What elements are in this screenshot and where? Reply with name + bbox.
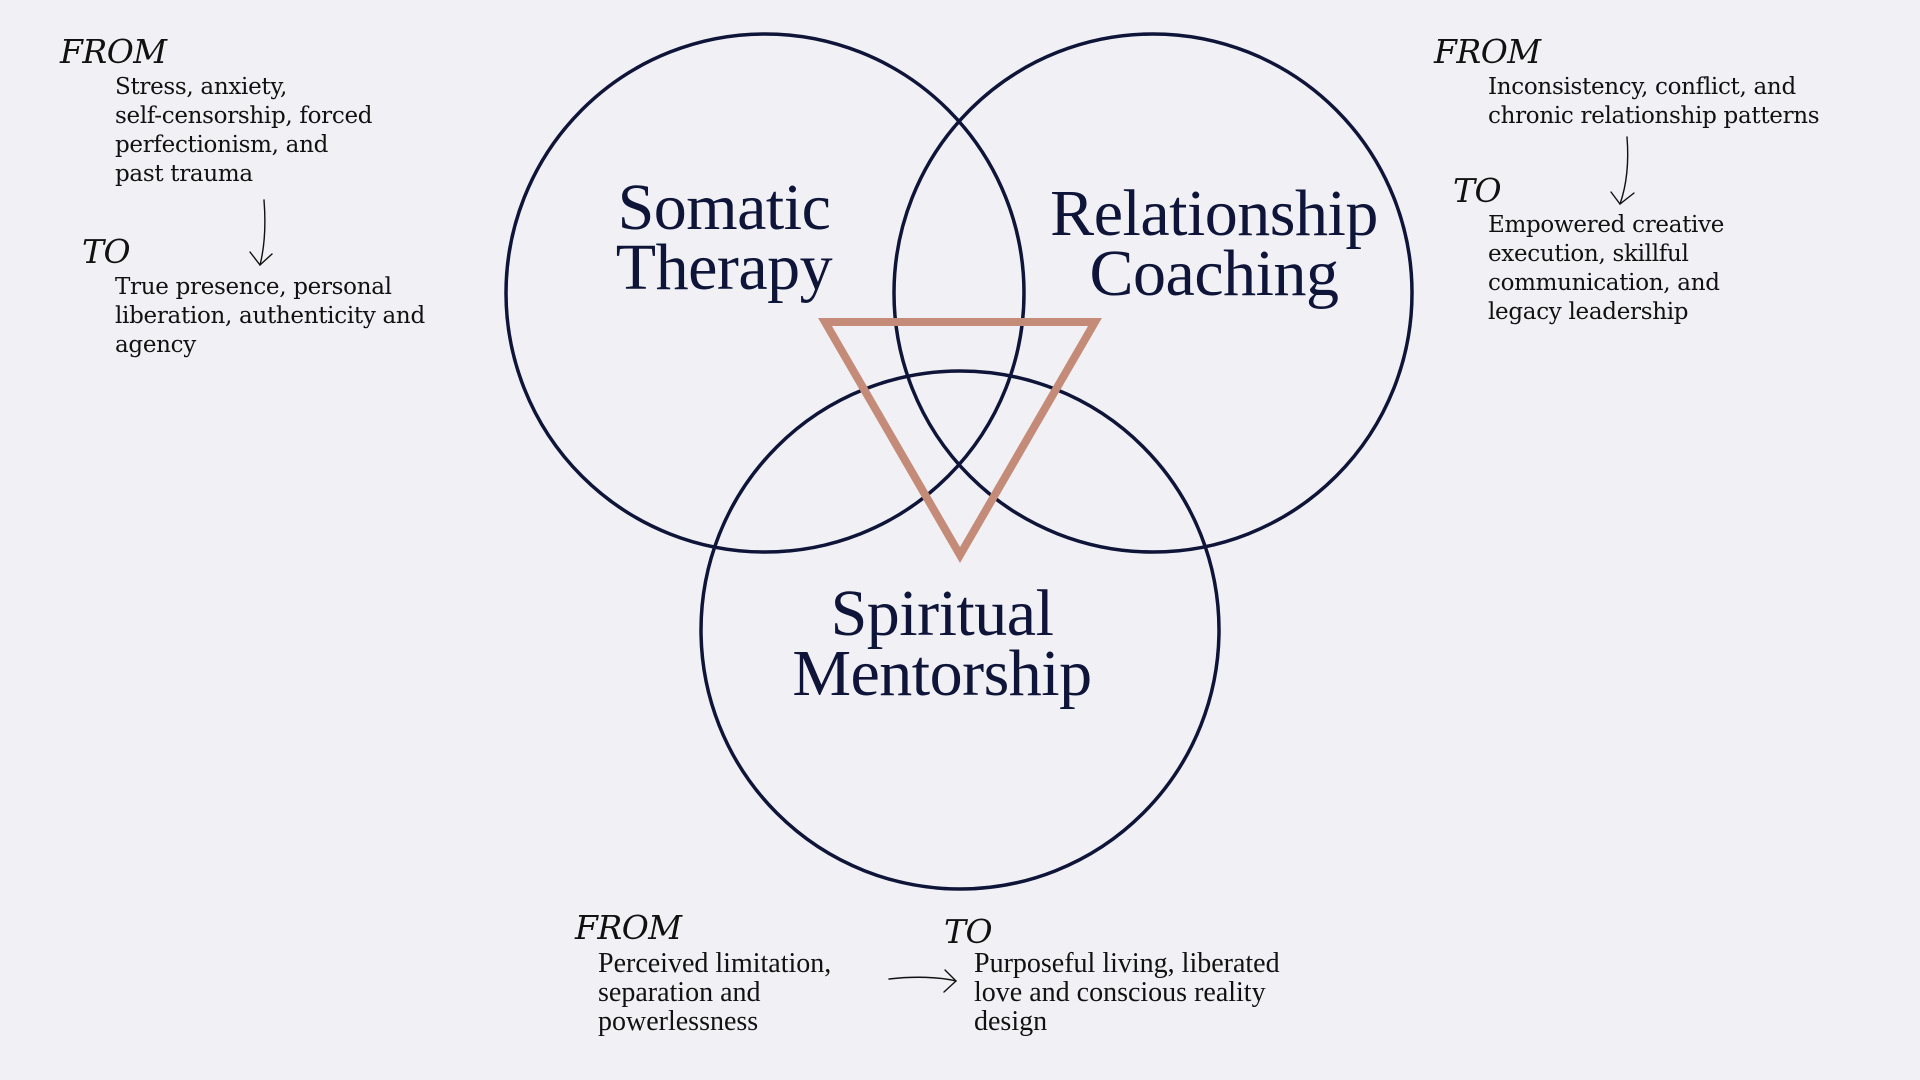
label-line: Mentorship [792, 637, 1092, 710]
label-relationship-coaching: Relationship Coaching [1034, 177, 1394, 310]
text-line: powerlessness [598, 1006, 759, 1037]
text-line: self-censorship, forced [115, 103, 373, 129]
text-line: Empowered creative [1488, 212, 1725, 238]
somatic-to-heading: TO [82, 232, 131, 271]
label-line: Spiritual [830, 577, 1054, 650]
text-line: past trauma [115, 161, 253, 187]
label-line: Somatic [617, 171, 831, 244]
circle-somatic-therapy [504, 32, 1026, 554]
relationship-from-heading: FROM [1434, 32, 1541, 71]
label-somatic-therapy: Somatic Therapy [594, 171, 854, 304]
text-line: Inconsistency, conflict, and [1488, 74, 1796, 100]
spiritual-from-heading: FROM [575, 908, 682, 947]
text-line: liberation, authenticity and [115, 303, 425, 329]
relationship-to-heading: TO [1453, 171, 1502, 210]
relationship-to-text: Empowered creative execution, skillful c… [1488, 211, 1724, 327]
label-line: Relationship [1050, 177, 1378, 250]
relationship-from-text: Inconsistency, conflict, and chronic rel… [1488, 73, 1820, 131]
spiritual-to-text: Purposeful living, liberated love and co… [974, 949, 1280, 1036]
label-line: Coaching [1089, 237, 1339, 310]
text-line: design [974, 1006, 1048, 1037]
inverted-triangle [818, 318, 1102, 563]
text-line: Stress, anxiety, [115, 74, 287, 100]
text-line: perfectionism, and [115, 132, 329, 158]
spiritual-from-text: Perceived limitation, separation and pow… [598, 949, 831, 1036]
somatic-to-text: True presence, personal liberation, auth… [115, 273, 425, 360]
text-line: Purposeful living, liberated [974, 948, 1280, 979]
label-spiritual-mentorship: Spiritual Mentorship [782, 577, 1102, 710]
down-arrow-icon [249, 199, 273, 267]
circle-spiritual-mentorship [699, 369, 1221, 891]
spiritual-to-heading: TO [944, 912, 993, 951]
text-line: execution, skillful [1488, 241, 1689, 267]
text-line: True presence, personal [115, 274, 392, 300]
right-arrow-icon [888, 969, 958, 993]
text-line: separation and [598, 977, 761, 1008]
text-line: Perceived limitation, [598, 948, 832, 979]
text-line: communication, and [1488, 270, 1720, 296]
text-line: love and conscious reality [974, 977, 1266, 1008]
somatic-from-text: Stress, anxiety, self-censorship, forced… [115, 73, 372, 189]
text-line: legacy leadership [1488, 299, 1689, 325]
text-line: agency [115, 332, 196, 358]
text-line: chronic relationship patterns [1488, 103, 1820, 129]
circle-relationship-coaching [892, 32, 1414, 554]
label-line: Therapy [615, 231, 833, 304]
down-arrow-icon [1610, 136, 1635, 205]
somatic-from-heading: FROM [60, 32, 167, 71]
